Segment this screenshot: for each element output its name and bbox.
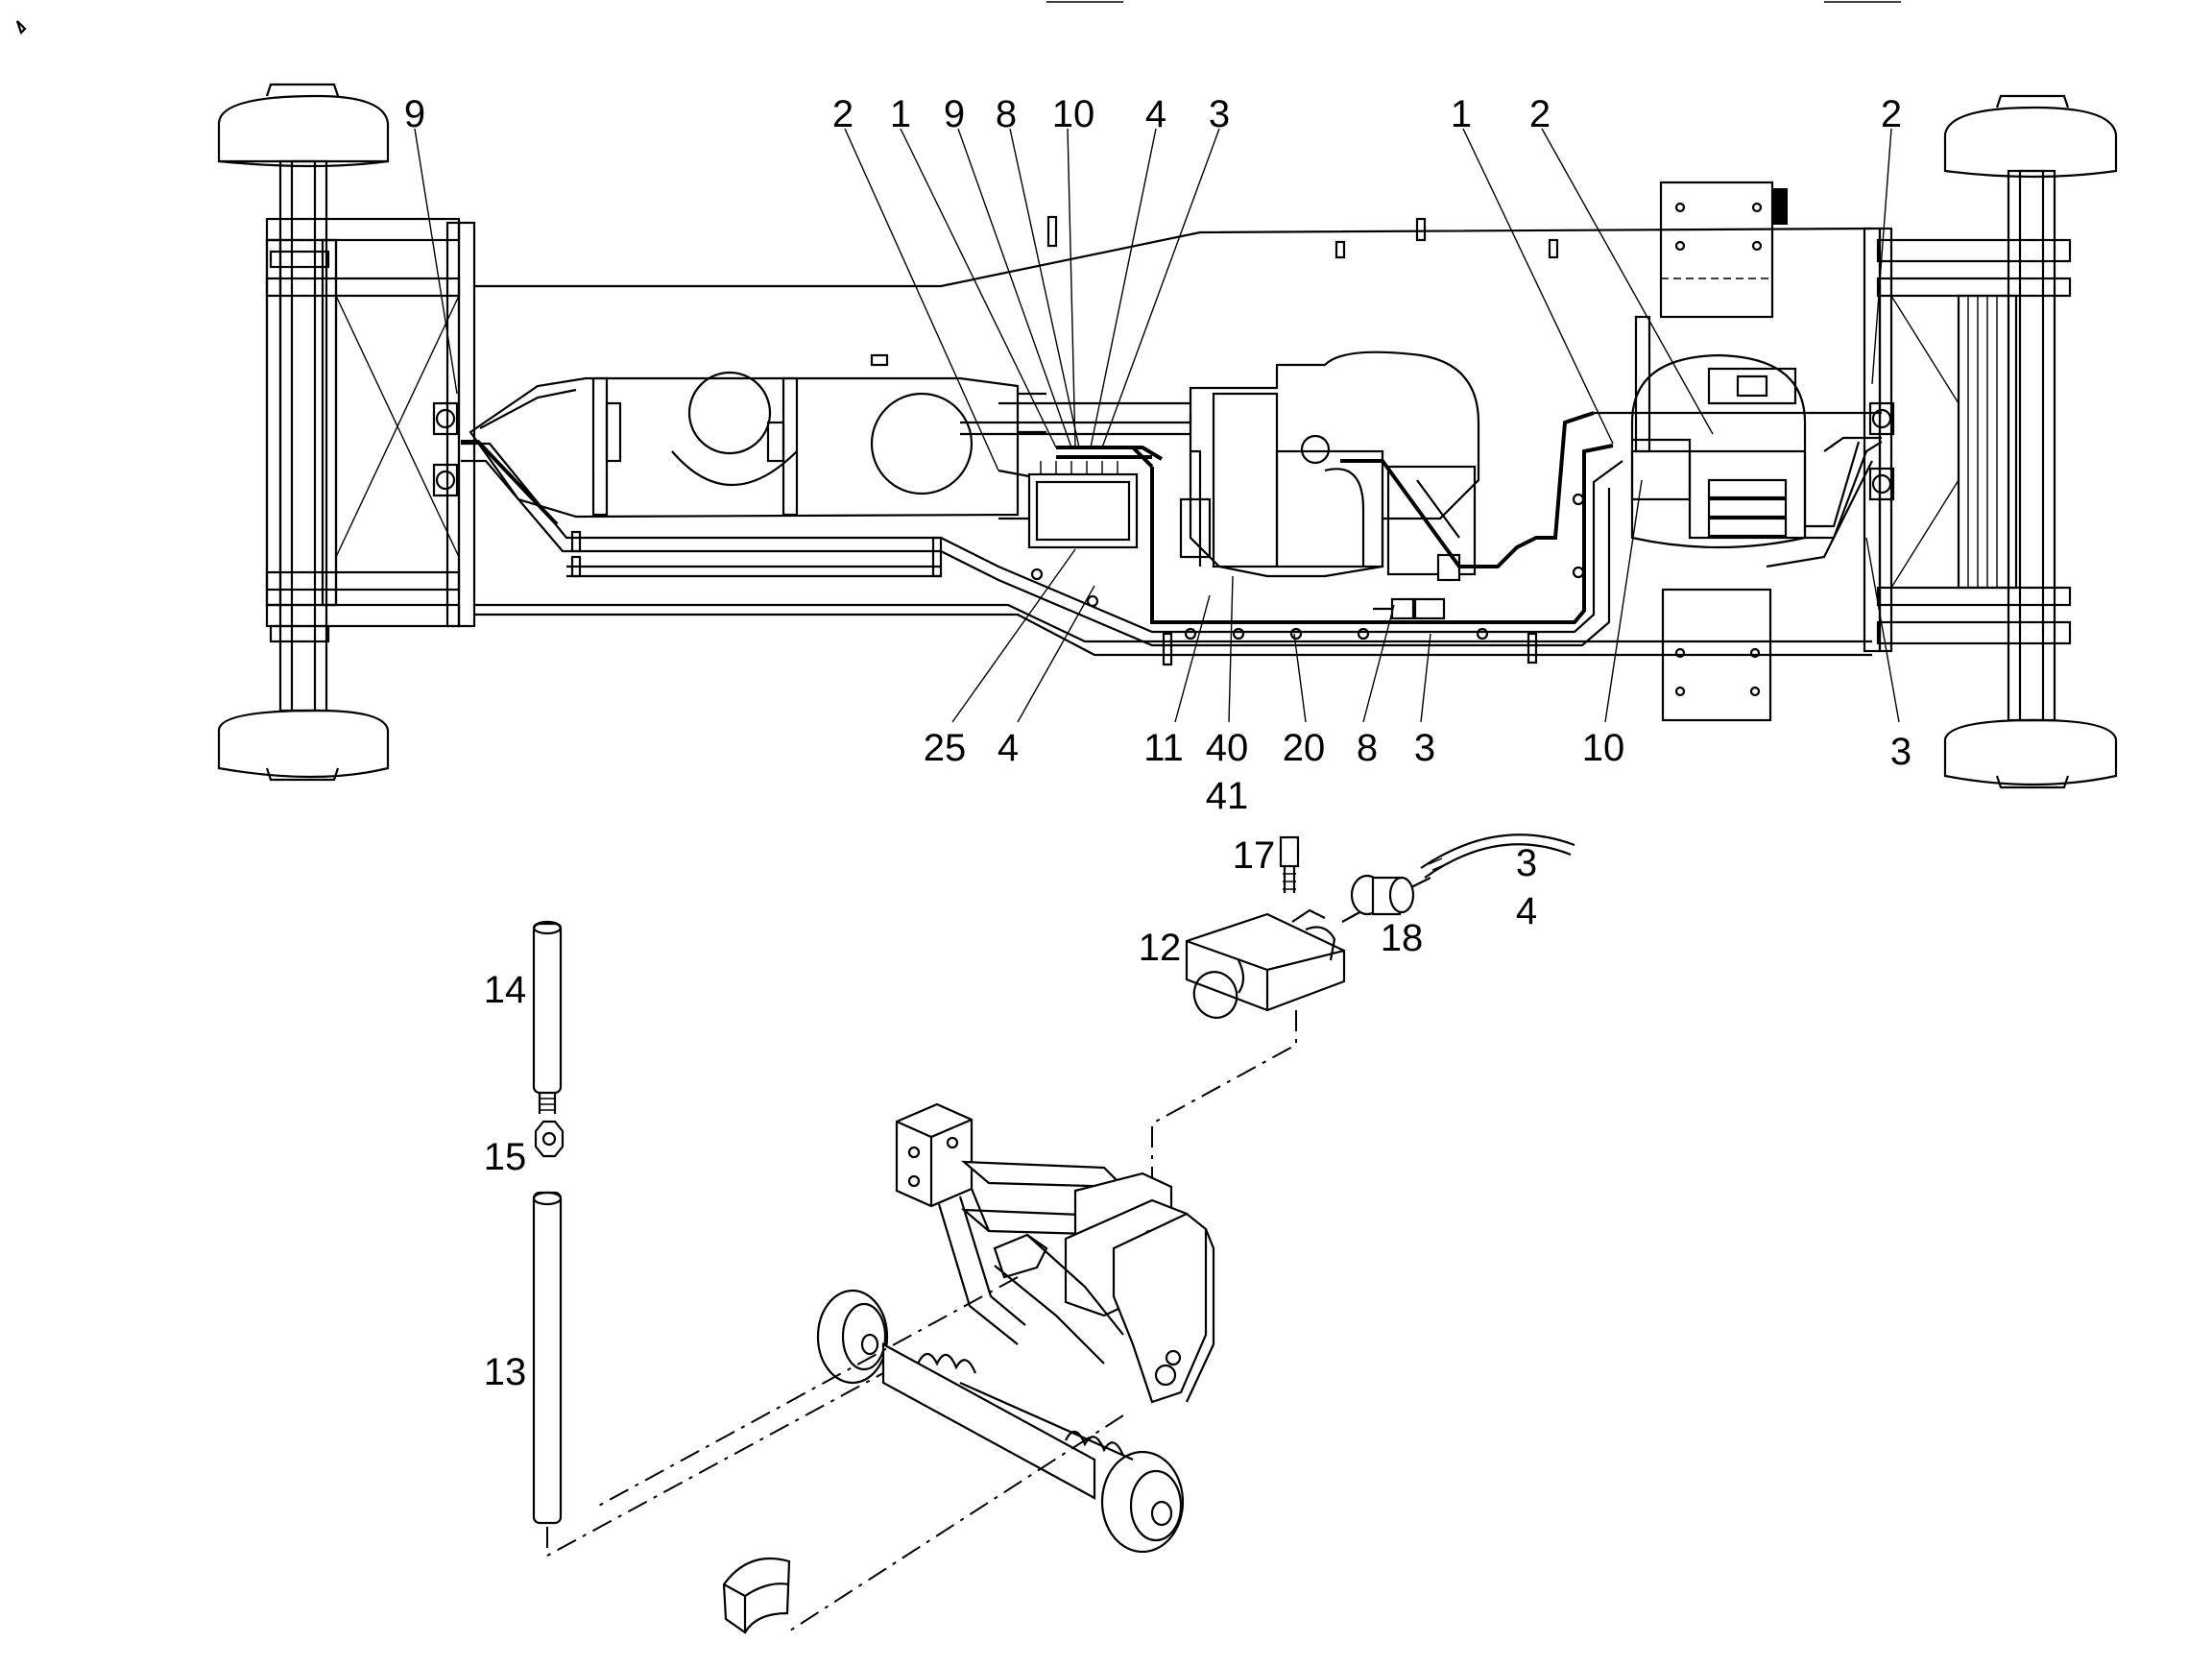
callout-3-bottom: 3	[1414, 727, 1435, 769]
callout-41: 41	[1206, 775, 1249, 817]
callout-11: 11	[1143, 727, 1184, 769]
callout-40: 40	[1206, 727, 1249, 769]
callout-8-bottom: 8	[1357, 727, 1378, 769]
pipe-runs	[461, 401, 1883, 666]
callout-9-left: 9	[404, 93, 425, 135]
callout-1-top: 1	[890, 93, 911, 135]
tank-assembly	[469, 371, 1046, 519]
sensor-detail	[1151, 834, 1575, 1191]
callout-4-detail: 4	[1516, 890, 1537, 932]
leader-lines-bottom	[951, 479, 1900, 723]
callout-17: 17	[1233, 834, 1276, 877]
callout-18: 18	[1381, 917, 1424, 959]
callout-15: 15	[484, 1136, 527, 1178]
leader-lines-top	[414, 128, 1892, 471]
callout-4-top: 4	[1145, 93, 1166, 135]
callout-2-top: 2	[832, 93, 854, 135]
callout-10-top: 10	[1052, 93, 1095, 135]
callout-3-detail: 3	[1516, 842, 1537, 884]
callout-13: 13	[484, 1351, 527, 1393]
callout-25: 25	[924, 727, 967, 769]
corner-marks	[15, 1, 1901, 36]
callout-12: 12	[1139, 927, 1182, 969]
callout-8-top: 8	[996, 93, 1017, 135]
right-wheelset	[1863, 94, 2118, 789]
rod-detail	[532, 920, 884, 1558]
callout-20: 20	[1283, 727, 1326, 769]
engine-block	[1179, 350, 1480, 582]
callout-10-bottom: 10	[1582, 727, 1625, 769]
chassis-top-view	[217, 83, 2118, 789]
callout-9-top: 9	[944, 93, 965, 135]
control-box	[998, 461, 1139, 549]
callout-2-right: 2	[1529, 93, 1551, 135]
callout-1-right: 1	[1451, 93, 1472, 135]
callout-4-bottom: 4	[998, 727, 1019, 769]
callout-14: 14	[484, 969, 527, 1011]
callout-labels: 9 2 1 9 8 10 4 3 1 2 2 25 4 11 40 41 20 …	[404, 93, 1911, 1393]
callout-3-far-right: 3	[1890, 731, 1911, 773]
valve-block	[1630, 315, 1807, 549]
left-wheelset	[217, 83, 476, 782]
callout-2-far-right: 2	[1881, 93, 1902, 135]
bogie-assembly	[594, 1102, 1215, 1634]
callout-3-top: 3	[1209, 93, 1230, 135]
